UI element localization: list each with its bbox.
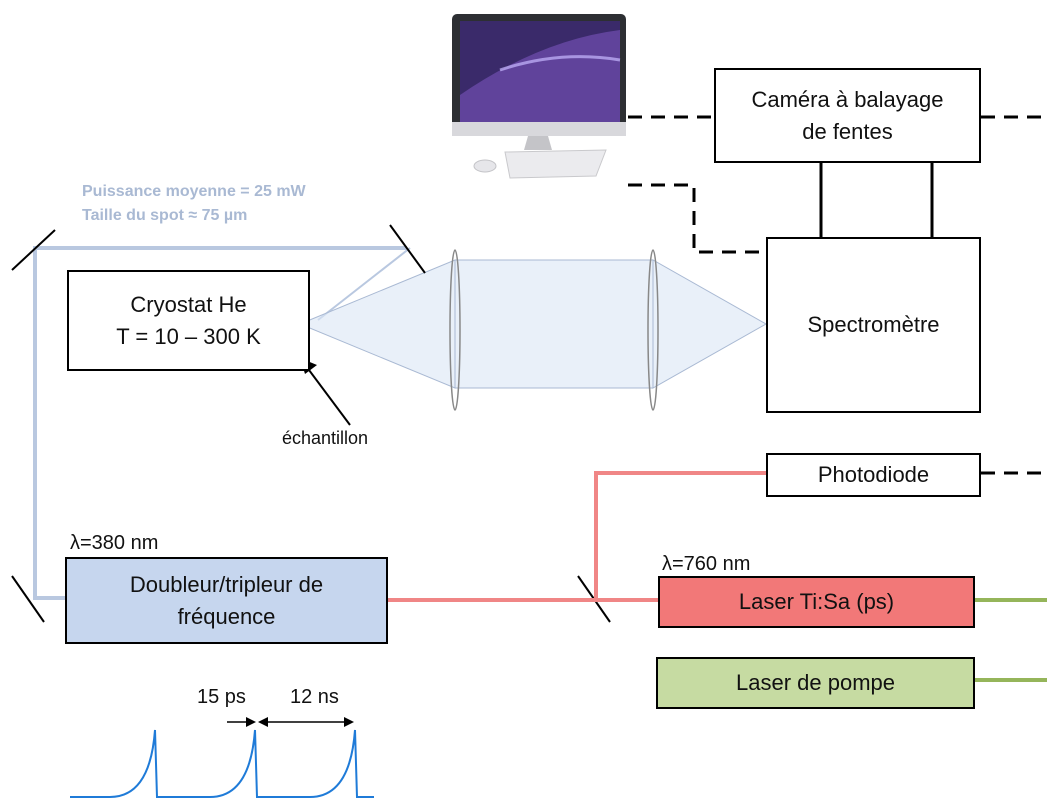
sample-arrow	[305, 365, 351, 426]
uv-beam	[33, 246, 411, 600]
lens-icon	[647, 249, 659, 411]
signal-cables	[628, 115, 1047, 475]
mirror-icon	[11, 575, 45, 623]
pump-laser-box: Laser de pompe	[656, 657, 975, 709]
photodiode-label: Photodiode	[817, 462, 930, 488]
ti-sa-wavelength: λ=760 nm	[662, 553, 751, 575]
cryostat-title: Cryostat He	[130, 291, 247, 317]
computer-icon	[452, 14, 626, 179]
mirror-icon	[389, 224, 426, 274]
doubler-line1: Doubleur/tripleur de	[129, 571, 324, 597]
sample-label: échantillon	[282, 428, 369, 448]
spectrometer-box: Spectromètre	[766, 237, 981, 413]
photodiode-box: Photodiode	[766, 453, 981, 497]
streak-camera-box: Caméra à balayage de fentes	[714, 68, 981, 163]
streak-camera-line2: de fentes	[802, 118, 893, 144]
doubler-wavelength: λ=380 nm	[70, 532, 159, 554]
pump-laser-label: Laser de pompe	[736, 670, 895, 696]
red-beam	[388, 471, 766, 602]
ti-sa-laser-box: Laser Ti:Sa (ps)	[658, 576, 975, 628]
mirror-icon	[11, 229, 56, 271]
pulse-train-icon	[70, 717, 374, 798]
collection-beam	[298, 259, 768, 389]
doubler-box: Doubleur/tripleur de fréquence	[65, 557, 388, 644]
ti-sa-laser-label: Laser Ti:Sa (ps)	[738, 589, 895, 615]
lens-icon	[449, 249, 461, 411]
cryostat-box: Cryostat He T = 10 – 300 K	[67, 270, 310, 371]
streak-camera-line1: Caméra à balayage	[751, 86, 944, 112]
pulse-period-label: 12 ns	[290, 686, 339, 708]
camera-spectrometer-link	[819, 163, 934, 237]
beam-spot-label: Taille du spot ≈ 75 µm	[82, 207, 248, 224]
pulse-width-label: 15 ps	[197, 686, 246, 708]
doubler-line2: fréquence	[177, 603, 276, 629]
beam-power-label: Puissance moyenne = 25 mW	[82, 183, 306, 200]
green-beam	[975, 598, 1047, 682]
cryostat-temperature: T = 10 – 300 K	[116, 323, 261, 349]
spectrometer-label: Spectromètre	[807, 312, 940, 338]
beam-info: Puissance moyenne = 25 mW Taille du spot…	[82, 180, 306, 228]
